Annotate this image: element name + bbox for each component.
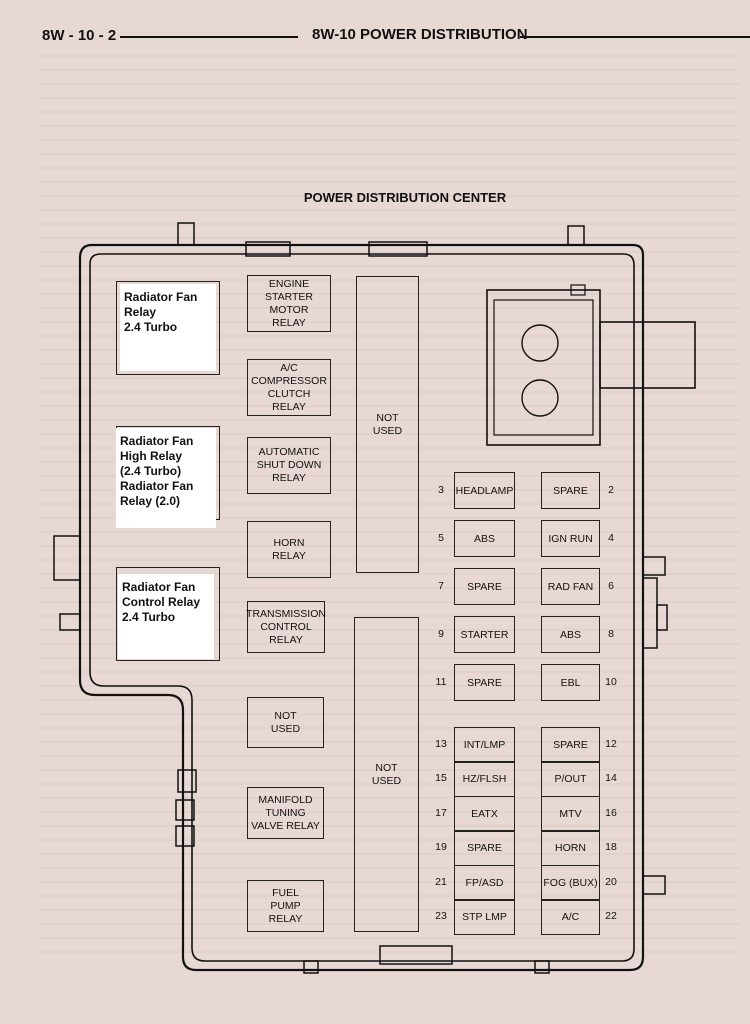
fuse-8: ABS	[541, 616, 600, 653]
fuse-5: ABS	[454, 520, 515, 557]
automatic-shut-down-relay: AUTOMATIC SHUT DOWN RELAY	[247, 437, 331, 494]
fuse-number: 12	[605, 737, 617, 750]
rad-fan-high-relay-label: Radiator Fan High Relay (2.4 Turbo) Radi…	[116, 428, 216, 528]
fuse-16: MTV	[541, 796, 600, 831]
header-rule-left	[120, 36, 298, 38]
fuse-number: 23	[435, 910, 447, 922]
not-used-relay-slot: NOT USED	[247, 697, 324, 748]
fuel-pump-relay: FUEL PUMP RELAY	[247, 880, 324, 932]
rad-fan-relay-turbo-label: Radiator Fan Relay 2.4 Turbo	[120, 284, 216, 371]
fuse-number: 9	[438, 627, 444, 640]
fuse-number: 17	[435, 806, 447, 819]
fuse-number: 6	[608, 579, 614, 592]
fuse-22: A/C	[541, 899, 600, 935]
ac-compressor-clutch-relay: A/C COMPRESSOR CLUTCH RELAY	[247, 359, 331, 416]
fuse-number: 11	[435, 675, 447, 688]
fuse-number: 16	[605, 806, 617, 819]
horn-relay: HORN RELAY	[247, 521, 331, 578]
transmission-control-relay: TRANSMISSION CONTROL RELAY	[246, 601, 326, 653]
fuse-9: STARTER	[454, 616, 515, 653]
fuse-number: 21	[435, 875, 447, 888]
fuse-number: 15	[435, 772, 447, 784]
fuse-number: 8	[608, 627, 614, 640]
diagram-title: POWER DISTRIBUTION CENTER	[303, 190, 507, 205]
rad-fan-control-relay-label: Radiator Fan Control Relay 2.4 Turbo	[118, 574, 214, 659]
fuse-3: HEADLAMP	[454, 472, 515, 509]
fuse-number: 13	[435, 737, 447, 750]
fuse-number: 7	[438, 579, 444, 592]
fuse-number: 19	[435, 841, 447, 853]
fuse-number: 3	[438, 483, 444, 496]
fuse-number: 22	[605, 910, 617, 922]
rad-fan-relay-slot	[116, 281, 220, 375]
fuse-number: 14	[605, 772, 617, 784]
rad-fan-control-relay-slot	[116, 567, 220, 661]
fuse-17: EATX	[454, 796, 515, 831]
section-title: 8W-10 POWER DISTRIBUTION	[312, 26, 528, 43]
fuse-10: EBL	[541, 664, 600, 701]
fuse-14: P/OUT	[541, 761, 600, 797]
page-code: 8W - 10 - 2	[42, 27, 117, 44]
fuse-18: HORN	[541, 830, 600, 866]
engine-starter-motor-relay: ENGINE STARTER MOTOR RELAY	[247, 275, 331, 332]
fuse-number: 2	[608, 483, 614, 496]
fuse-19: SPARE	[454, 830, 515, 866]
fuse-13: INT/LMP	[454, 727, 515, 762]
not-used-bottom-block: NOT USED	[354, 617, 419, 932]
fuse-11: SPARE	[454, 664, 515, 701]
fuse-2: SPARE	[541, 472, 600, 509]
fuse-21: FP/ASD	[454, 865, 515, 900]
not-used-top-block: NOT USED	[356, 276, 419, 573]
fuse-number: 20	[605, 875, 617, 888]
fuse-15: HZ/FLSH	[454, 761, 515, 797]
fuse-4: IGN RUN	[541, 520, 600, 557]
fuse-number: 18	[605, 841, 617, 853]
fuse-20: FOG (BUX)	[541, 865, 600, 900]
fuse-number: 5	[438, 531, 444, 544]
manifold-tuning-valve-relay: MANIFOLD TUNING VALVE RELAY	[247, 787, 324, 839]
fuse-23: STP LMP	[454, 899, 515, 935]
fuse-7: SPARE	[454, 568, 515, 605]
fuse-number: 10	[605, 675, 617, 688]
fuse-number: 4	[608, 531, 614, 544]
fuse-12: SPARE	[541, 727, 600, 762]
header-rule-right	[520, 36, 750, 38]
fuse-6: RAD FAN	[541, 568, 600, 605]
